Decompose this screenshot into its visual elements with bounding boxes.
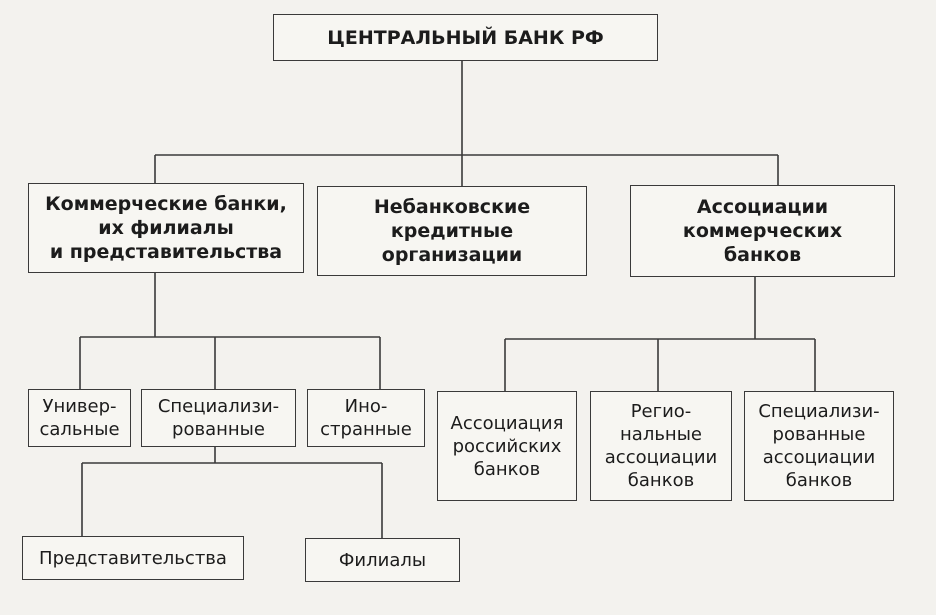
node-branches: Филиалы: [305, 538, 460, 582]
node-regional-associations: Регио- нальные ассоциации банков: [590, 391, 732, 501]
node-label: Небанковские кредитные организации: [373, 196, 531, 266]
node-label: Ино- странные: [320, 396, 412, 440]
node-label: Специализи- рованные ассоциации банков: [758, 401, 880, 491]
node-label: Филиалы: [338, 549, 427, 571]
node-label: Универ- сальные: [39, 396, 120, 440]
node-label: Ассоциации коммерческих банков: [682, 196, 843, 266]
node-label: Регио- нальные ассоциации банков: [604, 401, 718, 491]
node-representative-offices: Представительства: [22, 536, 244, 580]
node-central-bank: ЦЕНТРАЛЬНЫЙ БАНК РФ: [273, 14, 658, 61]
node-nonbank-credit-orgs: Небанковские кредитные организации: [317, 186, 587, 276]
node-association-russian-banks: Ассоциация российских банков: [437, 391, 577, 501]
node-foreign-banks: Ино- странные: [307, 389, 425, 447]
node-label: Коммерческие банки, их филиалы и предста…: [45, 193, 287, 263]
node-universal-banks: Универ- сальные: [28, 389, 131, 447]
node-bank-associations: Ассоциации коммерческих банков: [630, 185, 895, 277]
node-label: ЦЕНТРАЛЬНЫЙ БАНК РФ: [327, 26, 604, 49]
node-specialized-banks: Специализи- рованные: [141, 389, 296, 447]
node-label: Специализи- рованные: [157, 396, 280, 440]
node-specialized-associations: Специализи- рованные ассоциации банков: [744, 391, 894, 501]
node-label: Ассоциация российских банков: [450, 412, 564, 480]
node-label: Представительства: [39, 547, 227, 569]
node-commercial-banks: Коммерческие банки, их филиалы и предста…: [28, 183, 304, 273]
